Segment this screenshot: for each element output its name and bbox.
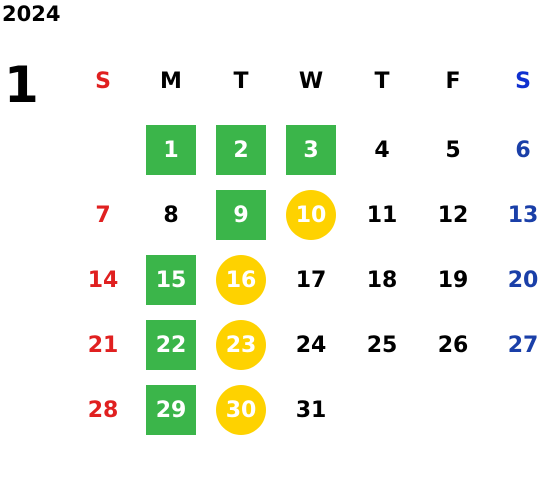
weekday-header-sun: S [95, 68, 111, 94]
day-cell-14[interactable]: 14 [87, 267, 119, 293]
day-cell-4[interactable]: 4 [374, 137, 390, 163]
weekday-header-sat: S [515, 68, 531, 94]
day-cell-15[interactable]: 15 [146, 255, 196, 305]
weekday-header-fri: F [445, 68, 461, 94]
day-cell-20[interactable]: 20 [507, 267, 539, 293]
day-cell-27[interactable]: 27 [507, 332, 539, 358]
day-cell-26[interactable]: 26 [437, 332, 469, 358]
day-cell-1[interactable]: 1 [146, 125, 196, 175]
year-label: 2024 [2, 2, 61, 26]
day-cell-24[interactable]: 24 [295, 332, 327, 358]
day-cell-11[interactable]: 11 [366, 202, 398, 228]
day-cell-23[interactable]: 23 [216, 320, 266, 370]
day-cell-17[interactable]: 17 [295, 267, 327, 293]
day-cell-31[interactable]: 31 [295, 397, 327, 423]
weekday-header-thu: T [374, 68, 390, 94]
day-cell-19[interactable]: 19 [437, 267, 469, 293]
day-cell-30[interactable]: 30 [216, 385, 266, 435]
weekday-header-mon: M [160, 68, 182, 94]
day-cell-6[interactable]: 6 [515, 137, 531, 163]
day-cell-7[interactable]: 7 [95, 202, 111, 228]
day-cell-3[interactable]: 3 [286, 125, 336, 175]
day-cell-8[interactable]: 8 [163, 202, 179, 228]
day-cell-10[interactable]: 10 [286, 190, 336, 240]
day-cell-29[interactable]: 29 [146, 385, 196, 435]
day-cell-22[interactable]: 22 [146, 320, 196, 370]
day-cell-28[interactable]: 28 [87, 397, 119, 423]
day-cell-13[interactable]: 13 [507, 202, 539, 228]
weekday-header-wed: W [298, 68, 324, 94]
day-cell-21[interactable]: 21 [87, 332, 119, 358]
day-cell-18[interactable]: 18 [366, 267, 398, 293]
day-cell-16[interactable]: 16 [216, 255, 266, 305]
weekday-header-tue: T [233, 68, 249, 94]
month-label: 1 [4, 56, 39, 114]
day-cell-12[interactable]: 12 [437, 202, 469, 228]
day-cell-25[interactable]: 25 [366, 332, 398, 358]
day-cell-5[interactable]: 5 [445, 137, 461, 163]
day-cell-9[interactable]: 9 [216, 190, 266, 240]
day-cell-2[interactable]: 2 [216, 125, 266, 175]
